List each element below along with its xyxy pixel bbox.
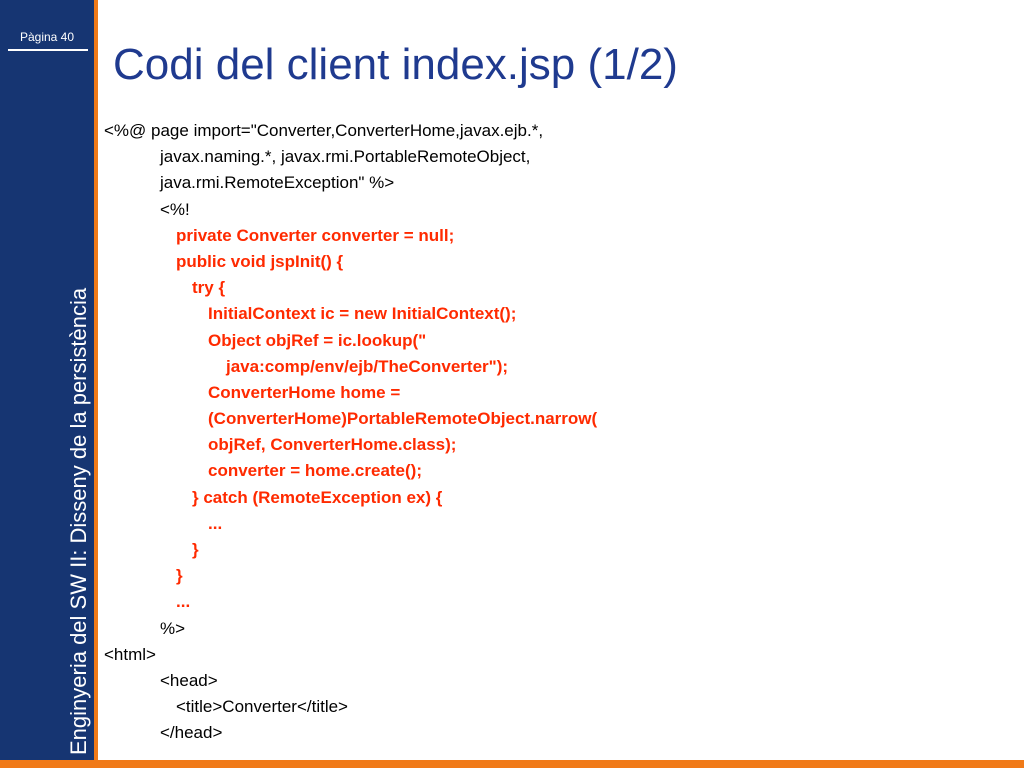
code-line: java.rmi.RemoteException" %> [160,173,395,193]
code-line: java:comp/env/ejb/TheConverter"); [226,356,509,376]
code-line: public void jspInit() { [176,251,344,271]
code-line: ... [208,513,223,533]
code-line: <%@ page import="Converter,ConverterHome… [104,121,544,140]
code-line: Object objRef = ic.lookup(" [208,330,427,350]
sidebar-accent-stripe [94,0,98,768]
code-line: </head> [160,723,223,743]
code-line: %> [160,618,186,638]
code-line: } catch (RemoteException ex) { [192,487,443,507]
code-line: <html> [104,644,156,664]
code-line: ... [176,592,191,612]
code-line: <%! [160,199,190,219]
code-line: <head> [160,670,218,690]
code-line: <title>Converter</title> [176,697,348,717]
course-title: Enginyeria del SW II: Disseny de la pers… [66,287,91,755]
code-line: InitialContext ic = new InitialContext()… [208,304,517,324]
slide-title: Codi del client index.jsp (1/2) [113,40,678,89]
code-line: try { [192,278,226,298]
code-line: objRef, ConverterHome.class); [208,435,457,455]
code-line: ConverterHome home = [208,382,401,402]
footer-accent-stripe [0,760,1024,768]
sidebar [0,0,94,768]
code-line: javax.naming.*, javax.rmi.PortableRemote… [160,147,531,167]
page-number: Pàgina 40 [19,30,75,44]
page-number-divider [8,49,88,51]
code-line: } [176,566,183,586]
code-line: } [192,540,199,559]
code-line: private Converter converter = null; [176,225,455,245]
code-line: converter = home.create(); [208,461,422,481]
code-block: <%@ page import="Converter,ConverterHome… [104,118,1004,747]
code-line: (ConverterHome)PortableRemoteObject.narr… [208,409,598,429]
